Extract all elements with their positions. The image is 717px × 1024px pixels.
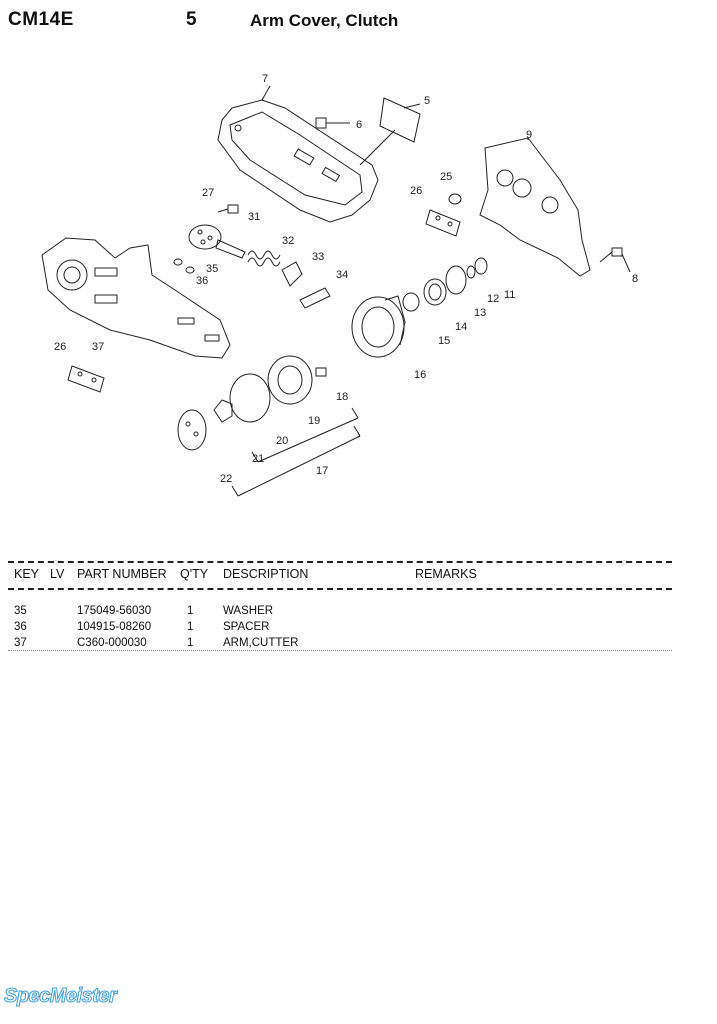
- callout-26-upper: 26: [410, 185, 422, 197]
- callout-15: 15: [438, 335, 450, 347]
- callout-13: 13: [474, 307, 486, 319]
- part-washer-15: [402, 292, 420, 312]
- part-spring-20: [229, 373, 271, 423]
- table-row: 36 104915-08260 1 SPACER: [0, 621, 717, 636]
- part-spacer-36: [185, 266, 195, 274]
- callout-33: 33: [312, 251, 324, 263]
- row-description: WASHER: [223, 605, 274, 617]
- part-clutch-cover: [479, 137, 591, 277]
- col-remarks: REMARKS: [415, 567, 477, 581]
- exploded-parts-diagram: 7 5 6 9 25 26 27 31 32 33 35 36 34 8 11 …: [41, 73, 638, 497]
- table-row: 37 C360-000030 1 ARM,CUTTER: [0, 637, 717, 652]
- part-plate-26-lower: [67, 365, 105, 393]
- callout-14: 14: [455, 321, 467, 333]
- row-description: SPACER: [223, 621, 270, 633]
- callout-35: 35: [206, 263, 218, 275]
- group-bracket-22: [231, 425, 361, 497]
- col-lv: LV: [50, 567, 65, 581]
- row-key: 35: [14, 605, 27, 617]
- callout-20: 20: [276, 435, 288, 447]
- table-header: KEY LV PART NUMBER Q'TY DESCRIPTION REMA…: [0, 567, 717, 583]
- row-part-number: 175049-56030: [77, 605, 152, 617]
- part-spring-32: [247, 250, 281, 267]
- model-code: CM14E: [8, 9, 74, 30]
- callout-8: 8: [632, 273, 638, 285]
- table-top-rule: [8, 561, 672, 563]
- callout-26-lower: 26: [54, 341, 66, 353]
- callout-12: 12: [487, 293, 499, 305]
- row-part-number: C360-000030: [77, 637, 147, 649]
- part-plate-26-upper: [425, 209, 461, 237]
- part-nut-25: [448, 193, 462, 205]
- part-clutch-drum: [351, 295, 406, 358]
- part-bolt-27: [217, 204, 239, 214]
- part-pin-34: [299, 287, 331, 309]
- callout-21: 21: [252, 453, 264, 465]
- callout-32: 32: [282, 235, 294, 247]
- part-bolt-6: [315, 117, 350, 129]
- part-arm-cover: [217, 85, 379, 223]
- row-key: 36: [14, 621, 27, 633]
- col-description: DESCRIPTION: [223, 567, 309, 581]
- callout-17: 17: [316, 465, 328, 477]
- part-clutch-shoe-19: [267, 355, 313, 405]
- row-qty: 1: [187, 637, 194, 649]
- callout-27: 27: [202, 187, 214, 199]
- callout-11: 11: [504, 289, 515, 301]
- part-adjuster-33: [281, 261, 303, 287]
- row-description: ARM,CUTTER: [223, 637, 299, 649]
- row-key: 37: [14, 637, 27, 649]
- row-qty: 1: [187, 621, 194, 633]
- callout-34: 34: [336, 269, 348, 281]
- part-plate-22: [177, 409, 207, 451]
- row-separator: [8, 650, 672, 651]
- callout-18: 18: [336, 391, 348, 403]
- callout-6: 6: [356, 119, 362, 131]
- group-bracket-17: [251, 407, 359, 463]
- table-row: 35 175049-56030 1 WASHER: [0, 605, 717, 620]
- callout-25: 25: [440, 171, 452, 183]
- part-hub-21: [213, 399, 233, 423]
- callout-7: 7: [262, 73, 268, 85]
- part-plate-31: [188, 224, 246, 259]
- callout-36: 36: [196, 275, 208, 287]
- part-bolt-8: [599, 247, 631, 273]
- part-label: [359, 97, 421, 166]
- part-bearing-14: [423, 278, 447, 306]
- part-snap-ring-13: [445, 265, 467, 295]
- watermark-logo: SpecMeister: [3, 985, 117, 1008]
- row-qty: 1: [187, 605, 194, 617]
- section-number: 5: [186, 9, 197, 30]
- table-header-rule: [8, 588, 672, 590]
- section-title: Arm Cover, Clutch: [250, 11, 399, 30]
- callout-22: 22: [220, 473, 232, 485]
- col-key: KEY: [14, 567, 40, 581]
- callout-19: 19: [308, 415, 320, 427]
- col-qty: Q'TY: [180, 567, 209, 581]
- callout-5: 5: [424, 95, 430, 107]
- callout-37: 37: [92, 341, 104, 353]
- part-cutter-arm: [41, 237, 231, 359]
- part-washer-35: [173, 258, 183, 266]
- row-part-number: 104915-08260: [77, 621, 152, 633]
- part-bolt-18: [315, 367, 327, 377]
- part-ring-11-12: [466, 257, 488, 279]
- callout-16: 16: [414, 369, 426, 381]
- col-part-number: PART NUMBER: [77, 567, 167, 581]
- callout-31: 31: [248, 211, 260, 223]
- callout-9: 9: [526, 129, 532, 141]
